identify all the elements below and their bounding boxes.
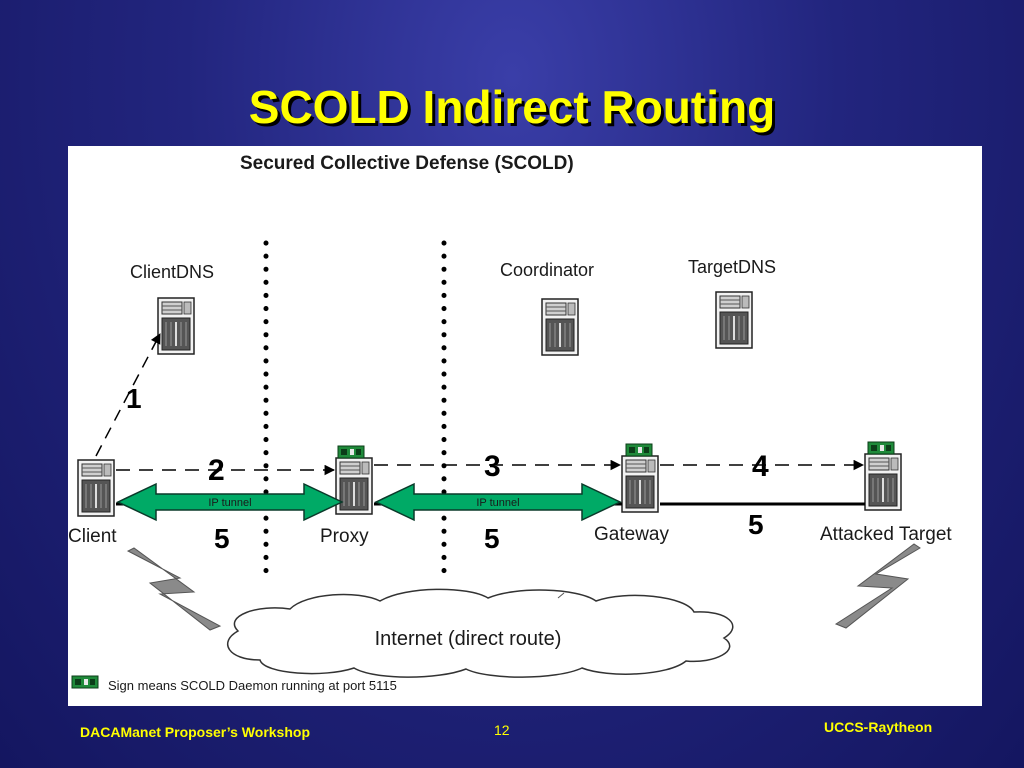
footer-workshop-name: DACAManet Proposer’s Workshop xyxy=(80,724,310,740)
client-dns-label: ClientDNS xyxy=(130,262,214,282)
legend-daemon-board-icon xyxy=(71,675,99,689)
internet-label: Internet (direct route) xyxy=(375,628,562,650)
diagram-heading: Secured Collective Defense (SCOLD) xyxy=(240,153,574,174)
ip-tunnel-left xyxy=(116,482,344,522)
step-3-label: 3 xyxy=(484,450,501,483)
proxy-label: Proxy xyxy=(320,526,369,547)
step-5-proxy-label: 5 xyxy=(484,523,500,554)
gateway-server-icon xyxy=(621,455,659,513)
proxy-server-icon xyxy=(335,457,373,515)
lightning-right-icon xyxy=(834,543,921,629)
step-1-label: 1 xyxy=(126,383,142,414)
step-5-client-label: 5 xyxy=(214,523,230,554)
slide-title: SCOLD Indirect Routing xyxy=(248,81,776,133)
coordinator-label: Coordinator xyxy=(500,260,594,280)
proxy-daemon-board-icon xyxy=(337,445,365,459)
ip-tunnel-right xyxy=(374,482,622,522)
scold-diagram: Secured Collective Defense (SCOLD) Clien… xyxy=(68,146,982,706)
client-dns-server-icon xyxy=(157,297,195,355)
attacked-target-server-icon xyxy=(864,453,902,511)
step-5-gateway-label: 5 xyxy=(748,509,764,540)
diagram-canvas: Secured Collective Defense (SCOLD) Clien… xyxy=(68,153,952,693)
internet-cloud xyxy=(226,588,734,678)
target-daemon-board-icon xyxy=(867,441,895,455)
footer-organization: UCCS-Raytheon xyxy=(824,719,933,735)
step-4-label: 4 xyxy=(752,450,769,483)
lightning-left-icon xyxy=(126,547,222,631)
gateway-daemon-board-icon xyxy=(625,443,653,457)
client-label: Client xyxy=(68,526,117,547)
ip-tunnel-left-label: IP tunnel xyxy=(208,497,251,509)
gateway-label: Gateway xyxy=(594,524,669,545)
ip-tunnel-right-label: IP tunnel xyxy=(476,497,519,509)
target-dns-server-icon xyxy=(715,291,753,349)
coordinator-server-icon xyxy=(541,298,579,356)
step-1-arrow xyxy=(95,333,161,457)
cloud-tick xyxy=(557,592,565,599)
legend-text: Sign means SCOLD Daemon running at port … xyxy=(108,678,397,693)
step-2-label: 2 xyxy=(208,454,225,487)
target-dns-label: TargetDNS xyxy=(688,257,776,277)
footer-page-number: 12 xyxy=(494,722,510,738)
client-server-icon xyxy=(77,459,115,517)
attacked-target-label: Attacked Target xyxy=(820,524,952,545)
